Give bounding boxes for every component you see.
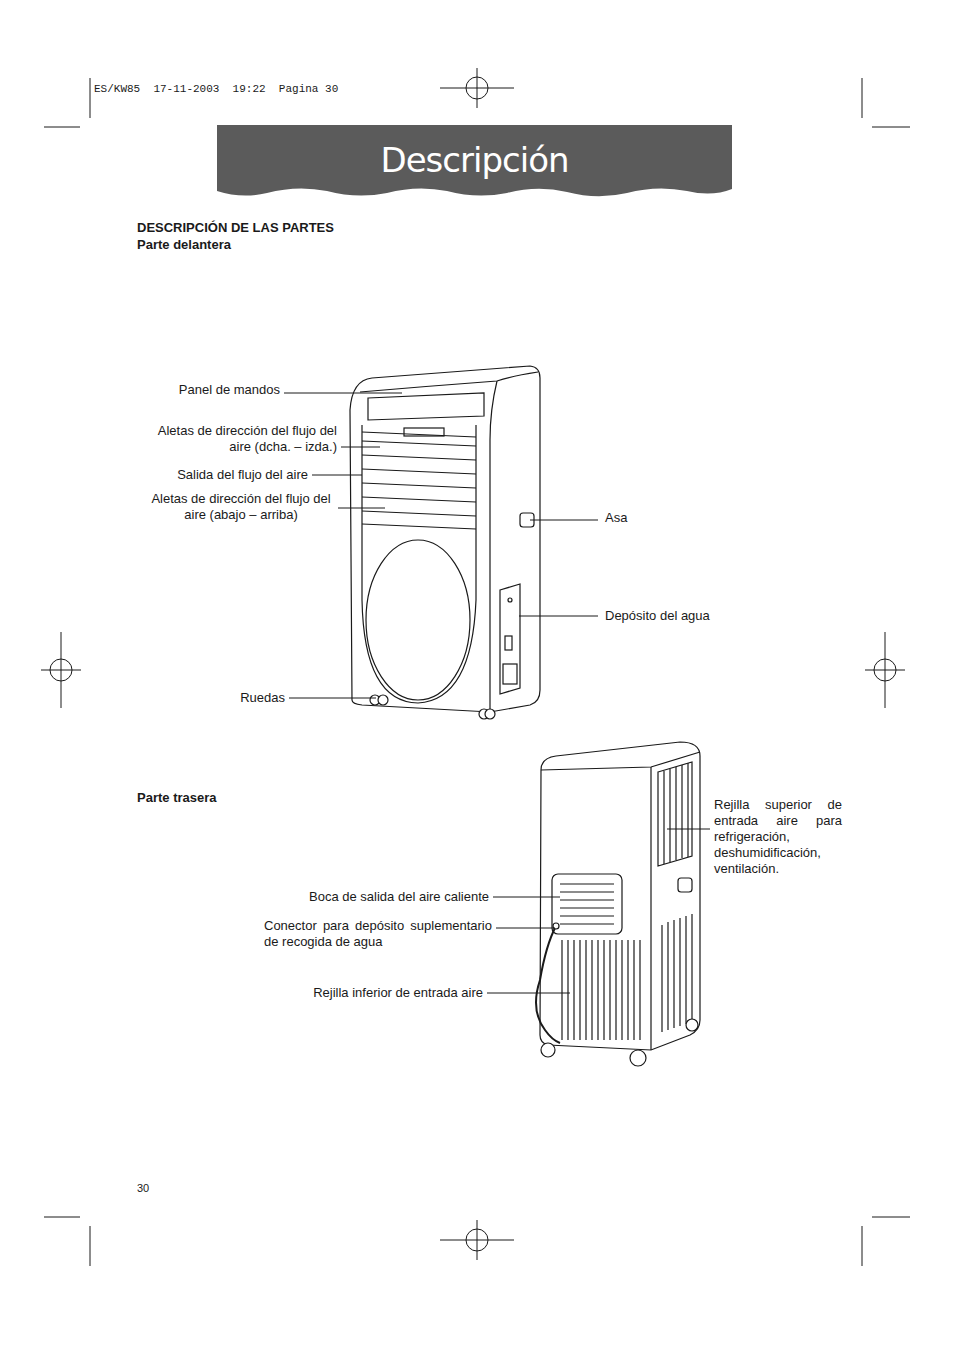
part-label: Aletas de dirección del flujo del aire (… xyxy=(146,491,336,523)
part-label: Aletas de dirección del flujo del aire (… xyxy=(155,423,337,455)
part-label: Asa xyxy=(605,510,627,526)
subsection-heading: Parte delantera xyxy=(137,237,231,253)
section-heading: DESCRIPCIÓN DE LAS PARTES xyxy=(137,220,334,236)
page-number: 30 xyxy=(137,1180,149,1196)
leader-lines xyxy=(284,393,710,993)
part-label: Rejilla superior de entrada aire para re… xyxy=(714,797,842,877)
part-label: Rejilla inferior de entrada aire xyxy=(313,985,483,1001)
front-unit xyxy=(350,366,540,719)
rear-unit xyxy=(536,742,700,1066)
part-label: Depósito del agua xyxy=(605,608,710,624)
subsection-heading: Parte trasera xyxy=(137,790,217,806)
page-title: Descripción xyxy=(380,140,568,180)
part-label: Conector para depósito suplementario de … xyxy=(264,918,492,950)
title-band: Descripción xyxy=(217,125,732,201)
crop-marks xyxy=(41,68,910,1266)
part-label: Salida del flujo del aire xyxy=(177,467,308,483)
part-label: Panel de mandos xyxy=(179,382,280,398)
part-label: Ruedas xyxy=(240,690,285,706)
page-header: ES/KW85 17-11-2003 19:22 Pagina 30 xyxy=(94,81,338,97)
part-label: Boca de salida del aire caliente xyxy=(309,889,489,905)
